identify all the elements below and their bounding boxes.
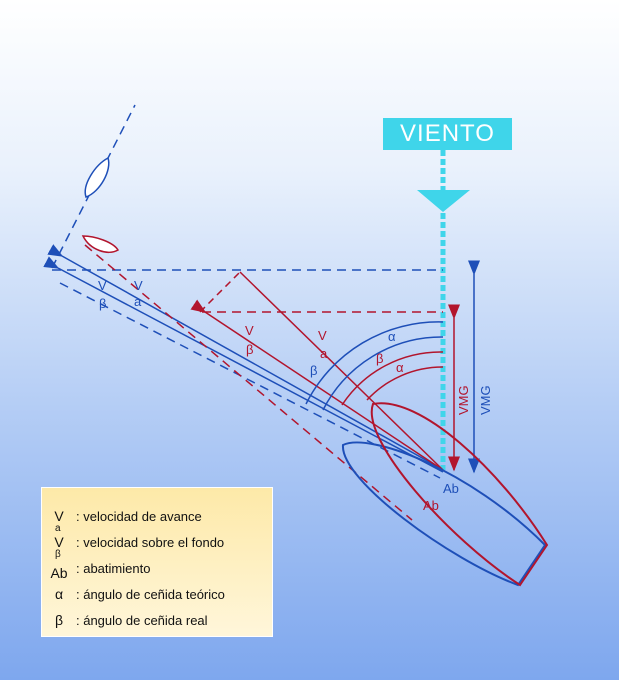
red-alpha-angle-label: α (396, 360, 404, 375)
legend-item: α : ángulo de ceñida teórico (42, 581, 272, 607)
legend-subscript: a (55, 523, 61, 534)
blue-beta-label: β (99, 296, 106, 311)
blue-alpha-angle-label: α (388, 329, 396, 344)
legend-symbol-main: Ab (50, 565, 68, 581)
red-v-label: V (245, 323, 254, 338)
red-va-line (239, 271, 444, 471)
legend-text: : ángulo de ceñida real (76, 612, 208, 628)
red-beta-label: β (246, 342, 253, 357)
legend-text: : velocidad sobre el fondo (76, 534, 225, 550)
red-arc-alpha (366, 366, 444, 401)
blue-beta-angle-label: β (310, 363, 317, 378)
blue-v-label: V (98, 278, 107, 293)
red-va-v-label: V (318, 328, 327, 343)
legend-symbol: β (54, 612, 64, 628)
red-small-boat-icon (81, 235, 120, 254)
blue-va-a-label: a (134, 294, 142, 309)
red-ab-label: Ab (423, 498, 439, 513)
blue-arc-alpha (322, 336, 444, 411)
red-va-a-label: a (320, 346, 328, 361)
red-dashed-track (84, 244, 413, 521)
blue-vmg-label: VMG (478, 385, 493, 415)
blue-va-v-label: V (134, 278, 143, 293)
legend-text: : ángulo de ceñida teórico (76, 586, 225, 602)
blue-va-vector (43, 256, 444, 473)
legend-item: β : ángulo de ceñida real (42, 607, 272, 633)
red-vmg-label: VMG (456, 385, 471, 415)
legend-text: : velocidad de avance (76, 508, 202, 524)
wind-label: VIENTO (383, 118, 512, 150)
red-dashed-construct (199, 271, 241, 313)
red-beta-angle-label: β (376, 351, 383, 366)
blue-dashed-track (59, 282, 441, 479)
blue-ab-label: Ab (443, 481, 459, 496)
wind-arrowhead (417, 190, 470, 212)
legend-item: V : velocidad de avance (42, 503, 272, 529)
blue-small-boat-icon (84, 156, 110, 198)
legend-symbol: α (54, 586, 64, 602)
red-arc-beta (341, 351, 444, 406)
legend-symbol-main: V (54, 534, 64, 550)
blue-arc-beta (305, 321, 444, 405)
blue-hull (341, 441, 547, 587)
red-v-vector (190, 299, 444, 471)
legend-text: : abatimiento (76, 560, 151, 576)
legend-subscript: β (55, 549, 61, 560)
red-hull (370, 402, 549, 587)
legend-symbol: V (54, 508, 64, 524)
